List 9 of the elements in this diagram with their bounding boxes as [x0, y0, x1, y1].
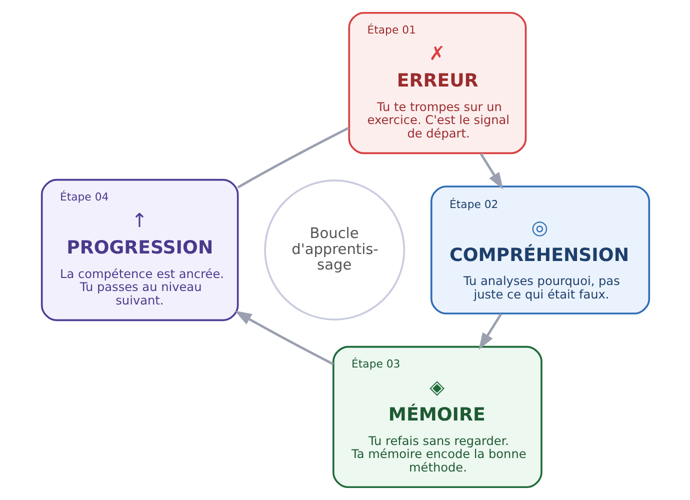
node-box: Étape 04 ↑ PROGRESSION La compétence est ancrée. Tu passes au niveau suivant.	[40, 178, 238, 322]
arrow	[234, 310, 334, 366]
arrow	[478, 313, 502, 350]
node-box: Étape 01 ✗ ERREUR Tu te trompes sur un exercice. C'est le signal de départ.	[348, 12, 526, 154]
arrow	[479, 152, 503, 190]
node-box: Étape 02 ◎ COMPRÉHENSION Tu analyses pourquoi, pas juste ce qui était faux.	[430, 186, 650, 314]
node-box: Étape 03 ◈ MÉMOIRE Tu refais sans regarder. Ta mémoire encode la bonne méthode.	[332, 346, 542, 488]
node-circle: Boucle d'apprentis- sage	[264, 180, 405, 320]
connector	[236, 126, 350, 188]
